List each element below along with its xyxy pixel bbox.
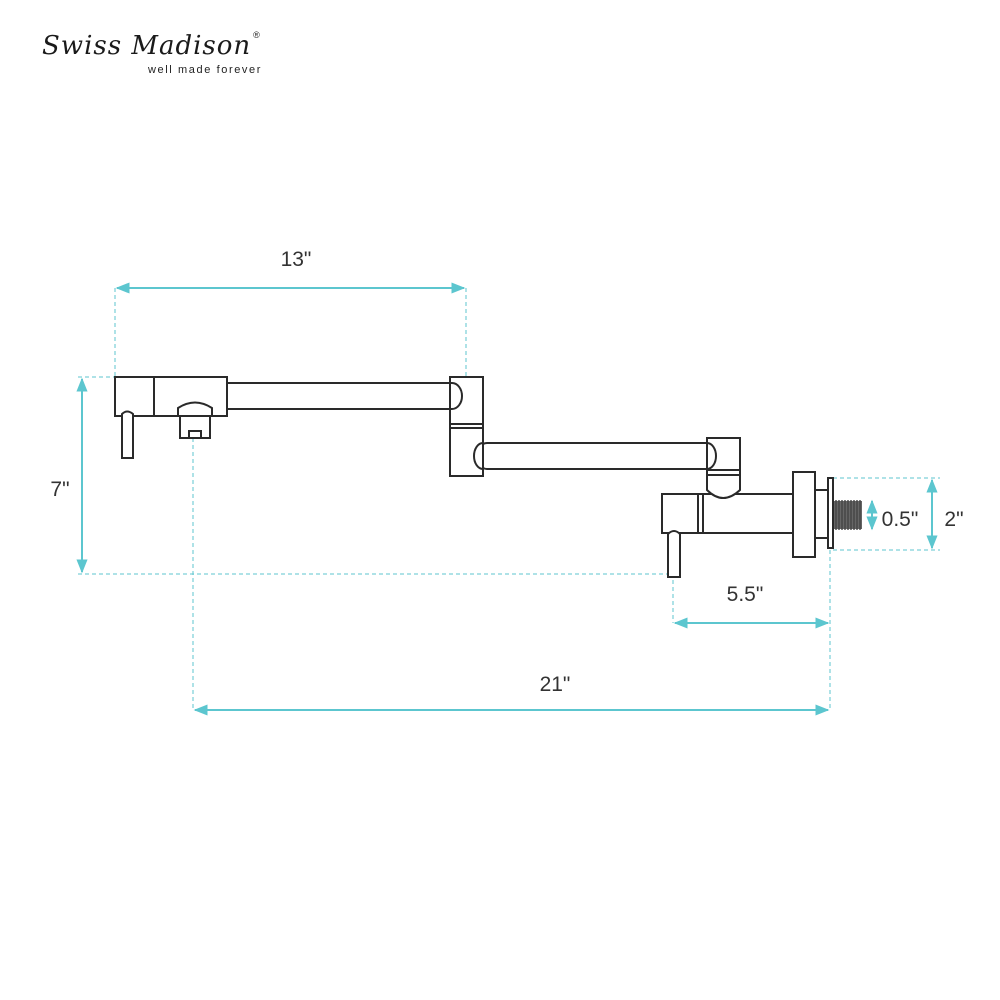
dim-label-0-5: 0.5" <box>882 508 919 531</box>
dim-label-5-5: 5.5" <box>727 583 764 606</box>
brand-tagline: well made forever <box>148 64 263 76</box>
pot-filler-faucet <box>114 376 834 578</box>
valve-lever <box>667 530 681 578</box>
valve-body <box>661 493 794 534</box>
joint-1 <box>449 376 484 477</box>
brand-row: Swiss Madison® <box>42 30 262 62</box>
brand-logo: Swiss Madison® well made forever <box>42 30 262 77</box>
swing-arm-1 <box>226 382 463 410</box>
dim-label-21: 21" <box>540 673 571 696</box>
inlet-threads <box>834 500 862 530</box>
registered-mark: ® <box>253 30 260 40</box>
extension-lines <box>78 288 940 710</box>
dim-label-7: 7" <box>50 478 69 501</box>
flange <box>792 471 816 558</box>
spout-lever <box>121 410 134 459</box>
aerator <box>177 401 213 417</box>
dim-label-13: 13" <box>281 248 312 271</box>
dim-label-2: 2" <box>944 508 963 531</box>
swing-arm-2 <box>476 442 721 470</box>
wall-plate <box>827 477 834 549</box>
brand-name: Swiss Madison <box>42 31 252 61</box>
